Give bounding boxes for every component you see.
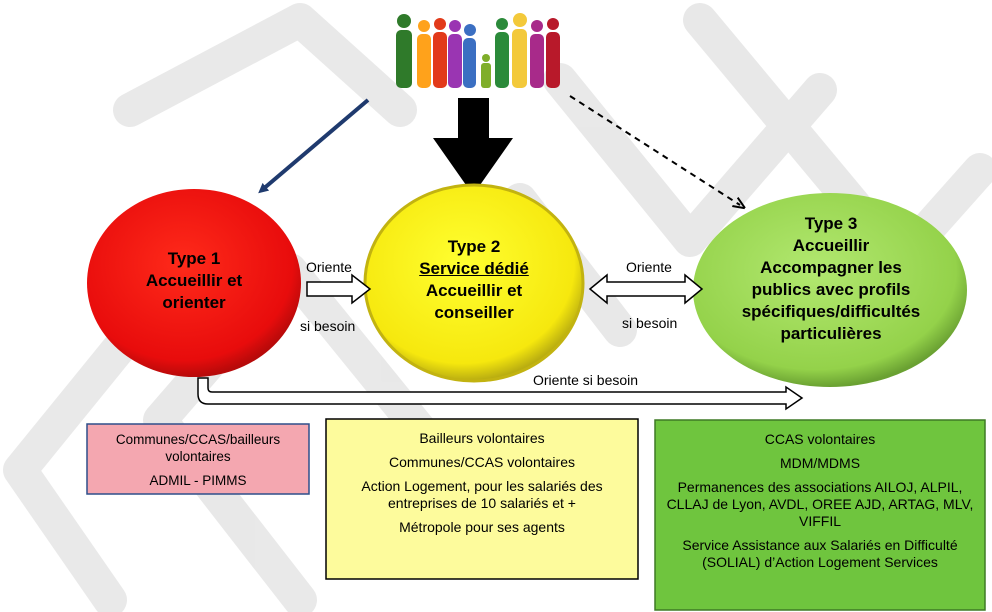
type3-line1: Accueillir: [792, 236, 870, 255]
arrow-to-type2: [433, 98, 513, 195]
type2-line1: Accueillir et: [425, 281, 523, 300]
edge-label-t1-t2-top: Oriente: [306, 259, 352, 275]
box2-text: Bailleurs volontaires Communes/CCAS volo…: [326, 426, 638, 547]
box1-bg: [86, 423, 310, 495]
edge-label-t2-t3-bottom: si besoin: [622, 315, 678, 331]
box3-line2: MDM/MDMS: [779, 455, 861, 471]
box2-line3: Action Logement, pour les salariés des e…: [361, 478, 603, 511]
edge-label-t1-t3: Oriente si besoin: [533, 372, 639, 388]
people-silhouettes-icon: [396, 13, 560, 88]
box2-line1: Bailleurs volontaires: [419, 430, 545, 446]
type3-title: Type 3: [804, 214, 858, 233]
box3-line4: Service Assistance aux Salariés en Diffi…: [682, 537, 958, 570]
arrow-type1-to-type3: [197, 377, 804, 411]
box3-bg: [654, 419, 986, 611]
type3-line3: publics avec profils: [751, 280, 911, 299]
arrow-type2-type3-double: [588, 273, 704, 305]
type1-line1: Accueillir et: [145, 271, 243, 290]
box3-line3: Permanences des associations AILOJ, ALPI…: [666, 479, 974, 529]
type3-line2: Accompagner les: [760, 258, 902, 277]
box1-line2: ADMIL - PIMMS: [149, 473, 247, 488]
type1-label: Type 1 Accueillir et orienter: [104, 248, 284, 314]
box3-text: CCAS volontaires MDM/MDMS Permanences de…: [655, 427, 985, 582]
type2-line2: conseiller: [434, 303, 514, 322]
box3-line1: CCAS volontaires: [764, 431, 876, 447]
box1-line1: Communes/CCAS/bailleurs volontaires: [115, 432, 281, 464]
edge-label-t1-t2-bottom: si besoin: [300, 318, 356, 334]
box1-text: Communes/CCAS/bailleurs volontaires ADMI…: [87, 427, 309, 500]
arrow-type1-to-type2: [306, 273, 372, 305]
type3-circle: [693, 193, 967, 387]
type1-line2: orienter: [162, 293, 226, 312]
box2-line4: Métropole pour ses agents: [399, 519, 565, 535]
type3-line4: spécifiques/difficultés: [741, 302, 921, 321]
type2-subtitle: Service dédié: [419, 259, 529, 278]
type1-circle: [87, 189, 301, 377]
type2-title: Type 2: [447, 237, 501, 256]
type1-title: Type 1: [167, 249, 221, 268]
box2-bg: [325, 418, 639, 580]
type2-label: Type 2 Service dédié Accueillir et conse…: [384, 236, 564, 324]
type3-label: Type 3 Accueillir Accompagner les public…: [720, 213, 942, 345]
type3-line5: particulières: [780, 324, 882, 343]
box2-line2: Communes/CCAS volontaires: [389, 454, 575, 470]
arrow-to-type1: [258, 98, 370, 194]
type2-circle: [363, 183, 585, 383]
arrow-to-type3: [569, 95, 740, 205]
edge-label-t2-t3-top: Oriente: [626, 259, 672, 275]
